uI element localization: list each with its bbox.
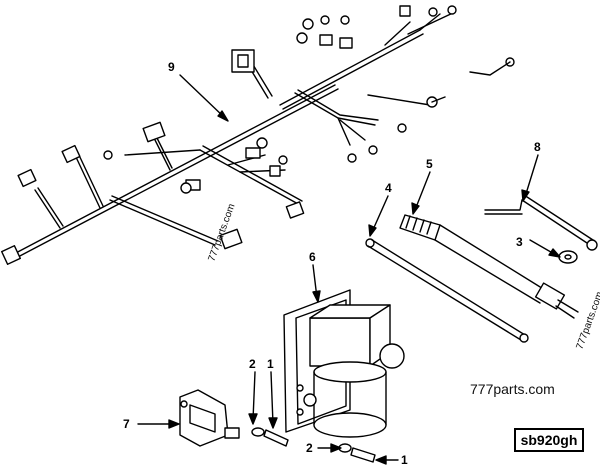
callout-5: 5 — [426, 157, 433, 171]
watermark-small-right: 777parts.com — [574, 290, 600, 351]
harness-connectors — [0, 5, 411, 266]
part-5-grommet-line — [399, 214, 579, 319]
watermark-main: 777parts.com — [470, 381, 555, 397]
part-8-bracket-cable — [484, 194, 598, 251]
callout-2-upper: 2 — [249, 357, 256, 371]
callout-4: 4 — [385, 181, 392, 195]
wire-harness — [11, 11, 456, 259]
part-7-bracket — [179, 389, 240, 447]
callout-8: 8 — [534, 140, 541, 154]
callout-9: 9 — [168, 60, 175, 74]
callout-2-lower: 2 — [306, 441, 313, 455]
drawing-code-text: sb920gh — [520, 432, 578, 448]
part-6-solenoid-assembly — [283, 289, 405, 438]
ring-terminals — [103, 5, 515, 194]
ground-lead — [431, 61, 511, 103]
part-3-washer — [558, 250, 578, 264]
callout-1-lower: 1 — [401, 453, 408, 467]
callout-7: 7 — [123, 417, 130, 431]
part-4-cable — [365, 238, 529, 343]
callout-1-upper: 1 — [267, 357, 274, 371]
drawing-code-label: sb920gh — [514, 428, 584, 452]
callout-6: 6 — [309, 250, 316, 264]
callout-3: 3 — [516, 235, 523, 249]
callout-leaders — [137, 74, 561, 465]
